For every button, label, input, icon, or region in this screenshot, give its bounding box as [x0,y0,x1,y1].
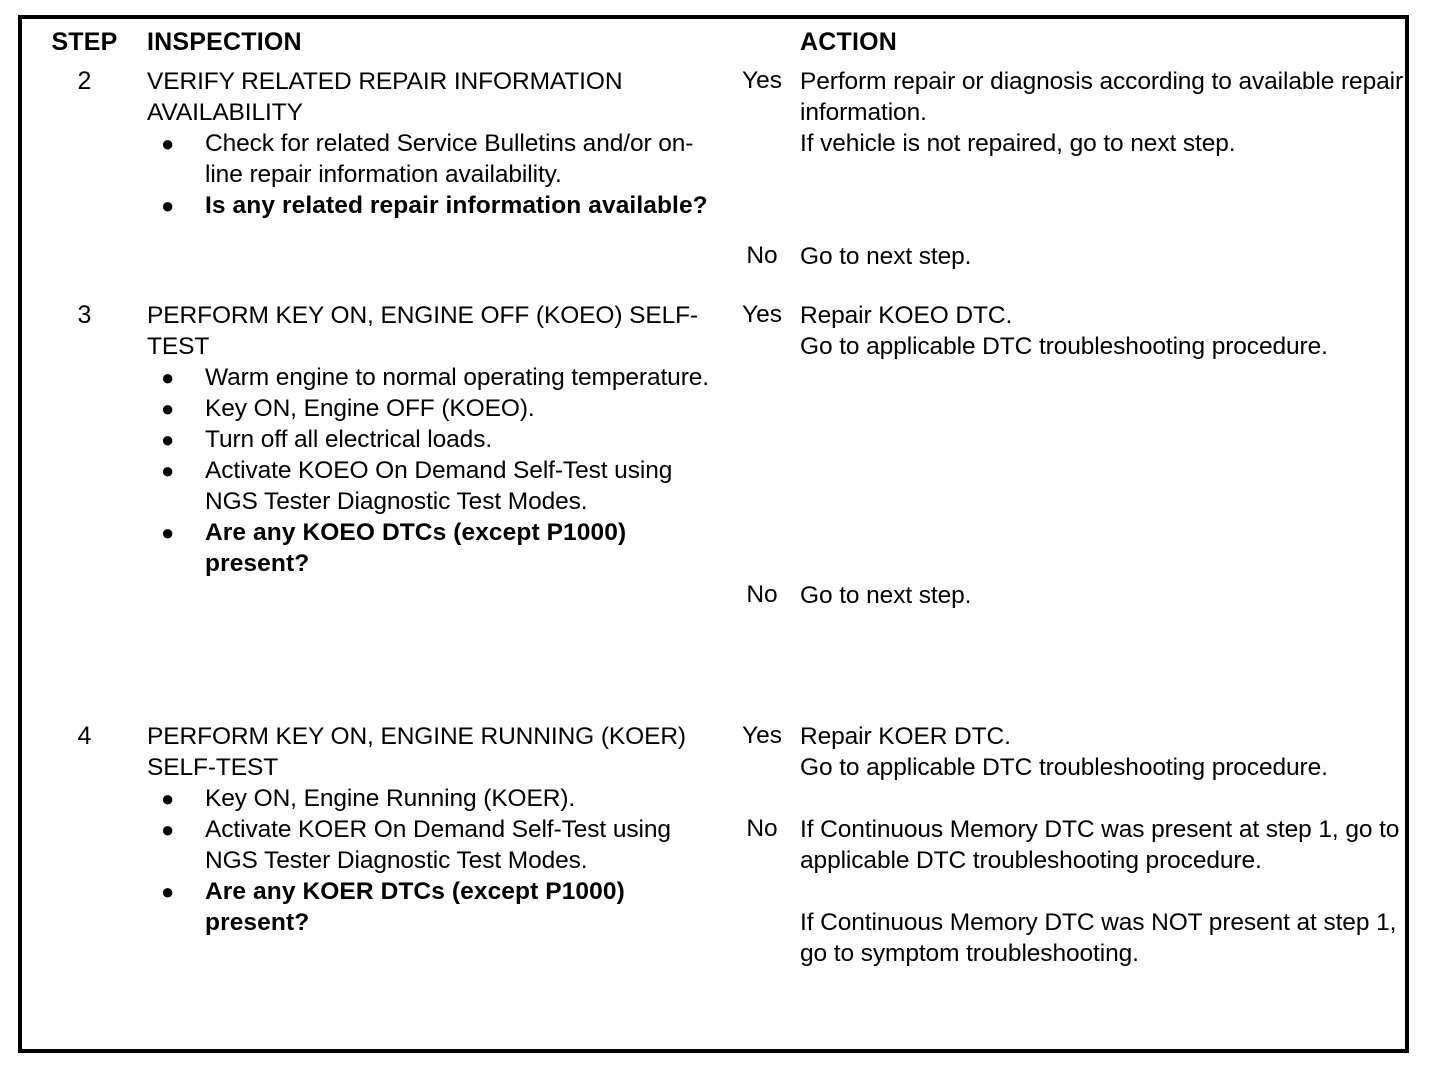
list-item-label: Activate KOER On Demand Self-Test using … [205,815,671,874]
inspection-bullet-list: ● Key ON, Engine Running (KOER). ● Activ… [147,783,724,938]
result-yes: Yes [724,66,801,242]
bullet-icon: ● [161,364,175,390]
inspection-cell: PERFORM KEY ON, ENGINE OFF (KOEO) SELF-T… [147,299,724,721]
list-item: ● Key ON, Engine Running (KOER). [147,783,724,814]
action-cell: Repair KOER DTC. Go to applicable DTC tr… [800,720,1408,815]
inspection-cell: VERIFY RELATED REPAIR INFORMATION AVAILA… [147,66,724,300]
result-yes: Yes [724,720,801,815]
list-item-label: Check for related Service Bulletins and/… [205,130,694,188]
bullet-icon: ● [161,426,175,452]
list-item-label: Activate KOEO On Demand Self-Test using … [205,456,673,515]
inspection-bullet-list: ● Check for related Service Bulletins an… [147,128,724,221]
action-line: Go to next step. [800,582,972,610]
action-line: Go to applicable DTC troubleshooting pro… [800,332,1328,360]
action-cell: If Continuous Memory DTC was present at … [800,814,1408,1051]
step-number: 2 [20,66,147,300]
bullet-icon: ● [161,131,175,156]
inspection-title: PERFORM KEY ON, ENGINE OFF (KOEO) SELF-T… [147,301,699,360]
inspection-title: PERFORM KEY ON, ENGINE RUNNING (KOER) SE… [147,722,686,781]
column-header-inspection: INSPECTION [147,17,801,66]
list-item-label: Are any KOER DTCs (except P1000) present… [205,877,625,936]
bullet-icon: ● [161,395,175,421]
column-header-action: ACTION [800,17,1408,66]
result-no: No [724,580,801,721]
list-item: ● Are any KOEO DTCs (except P1000) prese… [147,517,724,579]
action-line: If Continuous Memory DTC was NOT present… [800,909,1397,968]
bullet-icon: ● [161,193,175,218]
action-cell: Perform repair or diagnosis according to… [800,66,1408,242]
inspection-cell: PERFORM KEY ON, ENGINE RUNNING (KOER) SE… [147,720,724,1051]
list-item: ● Check for related Service Bulletins an… [147,128,724,190]
list-item-label: Key ON, Engine OFF (KOEO). [205,394,535,422]
table-row: 3 PERFORM KEY ON, ENGINE OFF (KOEO) SELF… [20,299,1408,721]
action-line: If Continuous Memory DTC was present at … [800,816,1400,875]
list-item: ● Activate KOEO On Demand Self-Test usin… [147,455,724,517]
action-line: Repair KOEO DTC. [800,301,1013,329]
table-row: No Go to next step. [20,580,1408,721]
action-line: If vehicle is not repaired, go to next s… [800,130,1236,157]
inspection-bullet-list: ● Warm engine to normal operating temper… [147,362,724,579]
table-row: 4 PERFORM KEY ON, ENGINE RUNNING (KOER) … [20,720,1408,1051]
action-cell: Repair KOEO DTC. Go to applicable DTC tr… [800,299,1408,581]
inspection-title: VERIFY RELATED REPAIR INFORMATION AVAILA… [147,68,623,126]
bullet-icon: ● [161,519,175,545]
list-item-label: Turn off all electrical loads. [205,425,493,453]
action-cell: Go to next step. [800,580,1408,721]
list-item: ● Are any KOER DTCs (except P1000) prese… [147,876,724,938]
list-item: ● Key ON, Engine OFF (KOEO). [147,393,724,424]
step-number: 4 [20,720,147,1051]
result-no: No [724,814,801,1051]
list-item-label: Is any related repair information availa… [205,192,708,219]
diagnostic-routine-table: STEP INSPECTION ACTION 2 VERIFY RELATED … [18,15,1410,1053]
list-item-label: Key ON, Engine Running (KOER). [205,784,576,812]
column-header-step: STEP [20,17,147,66]
table-row: 2 VERIFY RELATED REPAIR INFORMATION AVAI… [20,66,1408,300]
table-row: No If Continuous Memory DTC was present … [20,814,1408,1051]
list-item-label: Warm engine to normal operating temperat… [205,363,709,391]
bullet-icon: ● [161,878,175,904]
table-header-row: STEP INSPECTION ACTION [20,17,1408,66]
result-yes: Yes [724,299,801,581]
bullet-icon: ● [161,785,175,811]
action-line: Go to next step. [800,243,972,271]
step-number: 3 [20,299,147,721]
action-line: Go to applicable DTC troubleshooting pro… [800,753,1328,781]
list-item-label: Are any KOEO DTCs (except P1000) present… [205,518,627,577]
action-line: Perform repair or diagnosis according to… [800,68,1404,126]
action-cell: Go to next step. [800,241,1408,300]
bullet-icon: ● [161,457,175,483]
result-no: No [724,241,801,300]
table-row: No Go to next step. [20,241,1408,300]
list-item: ● Turn off all electrical loads. [147,424,724,455]
action-line: Repair KOER DTC. [800,722,1011,750]
list-item: ● Activate KOER On Demand Self-Test usin… [147,814,724,876]
list-item: ● Is any related repair information avai… [147,190,724,221]
list-item: ● Warm engine to normal operating temper… [147,362,724,393]
bullet-icon: ● [161,816,175,842]
